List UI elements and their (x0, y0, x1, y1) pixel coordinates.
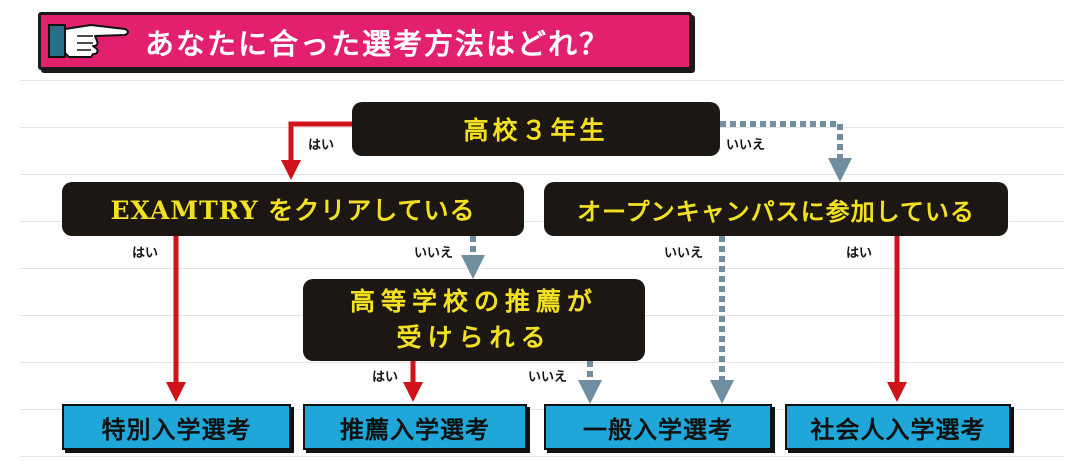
result-general-admission: 一般入学選考 (544, 404, 772, 450)
yes-label: はい (308, 138, 335, 153)
no-label: いいえ (664, 246, 704, 261)
result-label: 特別入学選考 (101, 415, 252, 444)
question-node-high-school-senior: 高校３年生 (352, 102, 720, 156)
question-text: オープンキャンパスに参加している (577, 196, 975, 226)
no-arrow-q1-q3 (720, 121, 852, 182)
yes-label: はい (372, 370, 399, 385)
pointing-hand-icon (48, 24, 129, 58)
yes-arrow-q1-q2 (281, 121, 352, 180)
question-text-line1: 高等学校の推薦が (349, 287, 598, 316)
question-text: 高校３年生 (463, 116, 609, 145)
yes-label: はい (846, 246, 873, 261)
result-label: 一般入学選考 (583, 415, 733, 444)
no-label: いいえ (726, 138, 766, 153)
title-banner: あなたに合った選考方法はどれ？ (38, 12, 692, 70)
result-label: 推薦入学選考 (340, 415, 490, 444)
question-node-open-campus: オープンキャンパスに参加している (544, 182, 1008, 236)
result-label: 社会人入学選考 (810, 415, 986, 444)
yes-label: はい (132, 246, 159, 261)
result-recommendation-admission: 推薦入学選考 (303, 404, 527, 450)
result-adult-admission: 社会人入学選考 (785, 404, 1011, 450)
page-title: あなたに合った選考方法はどれ？ (145, 27, 611, 61)
no-label: いいえ (414, 246, 454, 261)
result-special-admission: 特別入学選考 (62, 404, 291, 450)
question-text-line2: 受けられる (396, 323, 552, 352)
question-text: EXAMTRY をクリアしている (110, 196, 476, 225)
no-label: いいえ (528, 370, 568, 385)
question-node-school-recommendation: 高等学校の推薦が 受けられる (303, 279, 645, 361)
question-node-examtry: EXAMTRY をクリアしている (62, 182, 524, 236)
